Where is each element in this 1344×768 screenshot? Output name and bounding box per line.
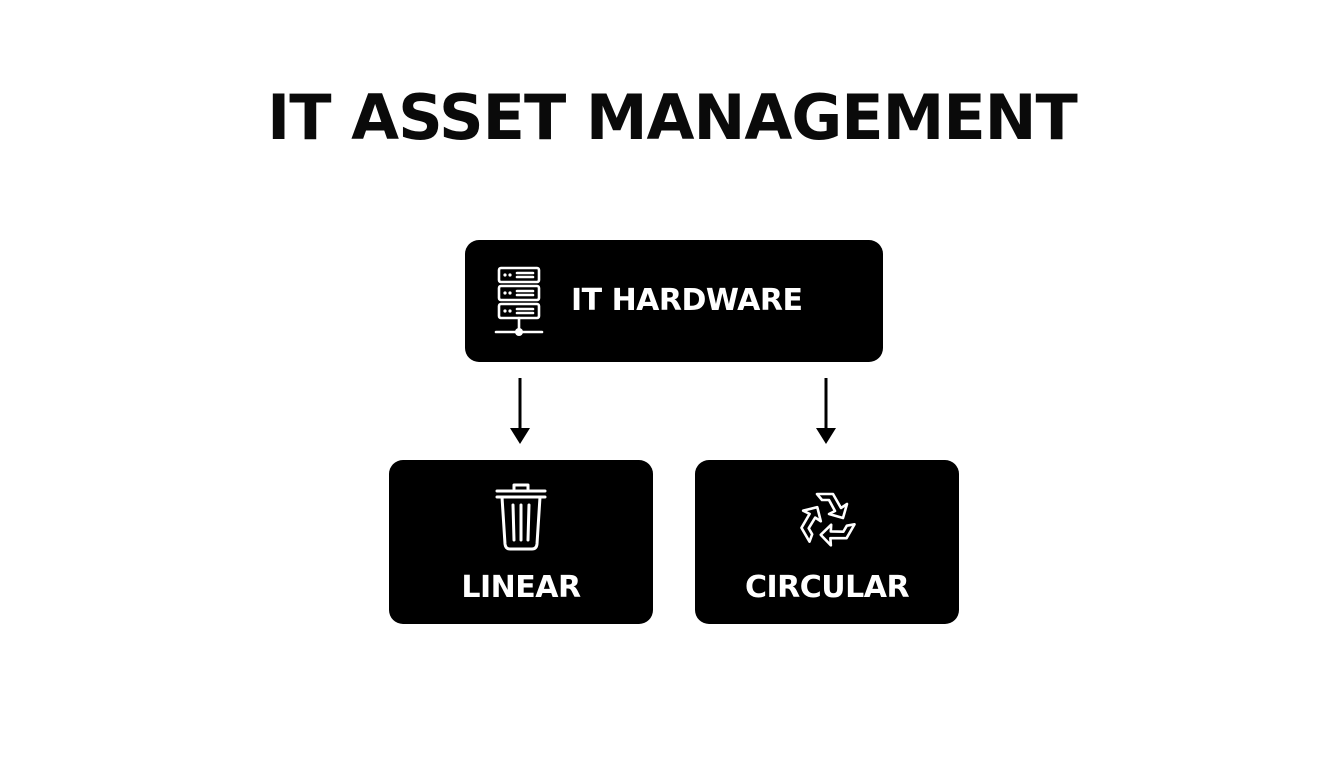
node-label-linear: LINEAR	[461, 570, 581, 605]
node-label-circular: CIRCULAR	[744, 570, 910, 605]
diagram-title: IT ASSET MANAGEMENT	[267, 81, 1078, 154]
node-linear: LINEAR	[389, 460, 653, 624]
node-label-it-hardware: IT HARDWARE	[571, 283, 803, 318]
arrow-down-right	[816, 378, 836, 444]
arrow-down-left	[510, 378, 530, 444]
recycle-icon	[800, 492, 856, 547]
node-it-hardware: IT HARDWARE	[465, 240, 883, 362]
node-circular: CIRCULAR	[695, 460, 959, 624]
trash-can-icon	[495, 483, 547, 551]
server-network-icon	[494, 266, 544, 336]
